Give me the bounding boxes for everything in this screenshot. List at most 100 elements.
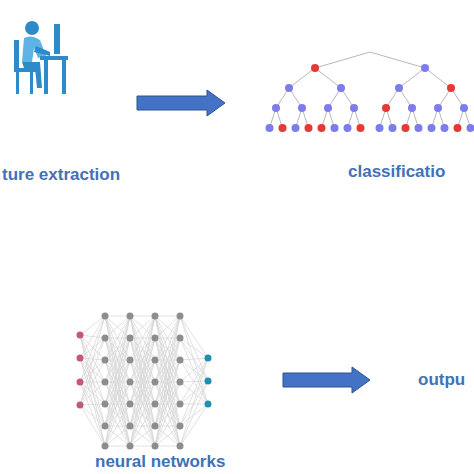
tree-node-dot — [357, 124, 365, 132]
neuron — [152, 379, 159, 386]
neuron — [77, 355, 84, 362]
network-link — [180, 404, 208, 426]
network-link — [80, 360, 105, 405]
network-link — [130, 316, 155, 446]
node-label: ture extraction — [2, 165, 120, 185]
network-link — [155, 316, 180, 446]
neuron — [177, 443, 184, 450]
tree-node-dot — [428, 124, 436, 132]
network-link — [105, 404, 130, 426]
monitor — [54, 24, 60, 54]
network-link — [130, 316, 155, 317]
arm — [34, 46, 50, 56]
network-link — [130, 404, 155, 426]
network-link — [80, 405, 105, 426]
network-link — [80, 338, 105, 405]
neuron — [177, 423, 184, 430]
tree-node-dot — [285, 84, 293, 92]
person-at-computer-icon — [14, 21, 68, 94]
network-link — [80, 404, 105, 405]
chair-leg — [16, 72, 19, 94]
network-link — [130, 316, 155, 426]
chair-seat — [14, 68, 36, 72]
network-link — [105, 316, 130, 446]
neural-network-illustration — [77, 313, 212, 450]
tree-node-dot — [447, 84, 455, 92]
tree-node-dot — [376, 124, 384, 132]
network-link — [105, 360, 130, 446]
neuron — [152, 423, 159, 430]
network-link — [105, 382, 130, 446]
tree-node-dot — [434, 104, 442, 112]
network-link — [180, 338, 208, 381]
network-link — [80, 335, 105, 404]
network-link — [180, 316, 208, 358]
tree-node-dot — [272, 104, 280, 112]
neuron — [102, 401, 109, 408]
tree-branch — [370, 52, 425, 68]
neuron — [152, 357, 159, 364]
tree-node-dot — [266, 124, 274, 132]
tree-node-dot — [460, 104, 468, 112]
network-link — [155, 316, 180, 426]
network-link — [105, 316, 130, 426]
network-link — [180, 404, 208, 446]
tree-node-dot — [331, 124, 339, 132]
network-link — [80, 382, 105, 404]
tree-node-dot — [402, 124, 410, 132]
tree-node-dot — [337, 84, 345, 92]
neuron — [127, 401, 134, 408]
network-link — [105, 404, 130, 446]
network-link — [180, 358, 208, 360]
tree-node-dot — [311, 64, 319, 72]
chair-back — [14, 40, 19, 70]
network-link — [80, 358, 105, 404]
network-link — [130, 316, 155, 446]
neuron — [77, 379, 84, 386]
network-link — [105, 446, 130, 447]
network-link — [180, 382, 208, 404]
feature-extraction-node: ture extraction — [0, 15, 137, 191]
neuron — [77, 332, 84, 339]
network-link — [105, 316, 130, 446]
tree-node-dot — [408, 104, 416, 112]
network-link — [130, 404, 155, 446]
neuron — [127, 357, 134, 364]
neuron — [177, 313, 184, 320]
network-link — [155, 426, 180, 446]
network-link — [80, 382, 105, 405]
tree-node-dot — [441, 124, 449, 132]
block-arrow — [137, 90, 225, 116]
tree-node-dot — [389, 124, 397, 132]
network-link — [80, 405, 105, 446]
neuron — [205, 378, 212, 385]
network-link — [155, 338, 180, 446]
network-link — [105, 316, 130, 426]
neuron — [127, 313, 134, 320]
network-link — [180, 358, 208, 446]
head — [25, 21, 39, 35]
network-link — [130, 446, 155, 447]
arrow-shape — [137, 90, 225, 116]
network-link — [155, 404, 180, 426]
network-link — [180, 358, 208, 404]
network-link — [155, 446, 180, 447]
network-link — [105, 404, 130, 426]
neuron — [102, 313, 109, 320]
neuron — [205, 355, 212, 362]
neuron — [177, 379, 184, 386]
tree-node-dot — [421, 64, 429, 72]
neuron — [102, 357, 109, 364]
network-link — [80, 316, 105, 405]
tree-branch — [425, 68, 451, 88]
network-link — [155, 382, 180, 446]
desk-leg — [44, 60, 48, 94]
tree-node-dot — [344, 124, 352, 132]
node-label: outpu — [418, 370, 465, 390]
neuron — [152, 335, 159, 342]
neural-network-node: neural networks — [60, 295, 283, 465]
tree-branch — [315, 52, 370, 68]
neuron — [177, 335, 184, 342]
